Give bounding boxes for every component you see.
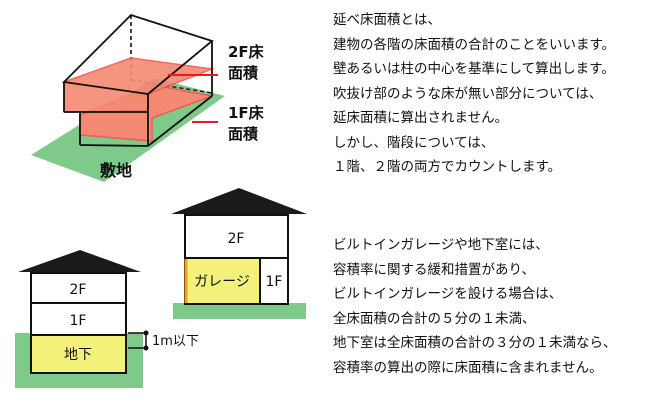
dimension-label: 1m以下 (152, 334, 199, 349)
building-edge-bottom-right (147, 95, 213, 147)
house-right-1f (259, 257, 289, 305)
roof-left (18, 250, 141, 272)
para1-line: しかし、階段については、 (333, 134, 495, 151)
para2-line: ビルトインガレージを設ける場合は、 (333, 286, 563, 302)
house-built-in-garage: 2F ガレージ 1F (171, 188, 307, 319)
ground-right (173, 303, 306, 319)
right-2f-label: 2F (228, 231, 245, 247)
para1-line: 建物の各階の床面積の合計のことをいいます。 (333, 36, 616, 53)
floor-area-ratio-relief-explanation: ビルトインガレージや地下室には、 容積率に関する緩和措置があり、 ビルトインガレ… (333, 233, 658, 380)
para1-line: 壁あるいは柱の中心を基準にして算出します。 (333, 61, 615, 77)
right-1f-label: 1F (266, 274, 283, 290)
dimension-dot-top (143, 330, 149, 336)
building-edge-bottom-1f (79, 144, 149, 147)
left-1f-label: 1F (70, 313, 87, 329)
para2-line: 全床面積の合計の５分の１未満、 (333, 310, 536, 327)
para1-line: １階、２階の両方でカウントします。 (333, 159, 562, 175)
left-2f-label: 2F (70, 282, 87, 298)
label-1f-area: 1F床 面積 (228, 104, 269, 143)
site-label: 敷地 (100, 161, 132, 180)
para1-line: 延べ床面積とは、 (333, 12, 441, 28)
para1-line: 吹抜け部のような床が無い部分については、 (333, 85, 603, 102)
garage-room (184, 257, 261, 305)
para1-line: 延床面積に算出されません。 (333, 110, 509, 126)
floor-area-explanation: 延べ床面積とは、 建物の各階の床面積の合計のことをいいます。 壁あるいは柱の中心… (333, 8, 658, 180)
roof-right (171, 188, 307, 214)
garage-label: ガレージ (194, 274, 250, 290)
dimension-dot-bottom (143, 345, 149, 351)
basement-room (30, 334, 127, 374)
para2-line: 地下室は全床面積の合計の３分の１未満なら、 (333, 335, 617, 351)
label-2f-area: 2F床 面積 (228, 43, 269, 82)
floor-area-3d-diagram: 敷地 2F床 面積 1F床 面積 (31, 13, 269, 182)
label-1f-line1: 1F床 (228, 104, 265, 122)
basement-label: 地下 (64, 347, 92, 363)
house-with-basement: 2F 1F 地下 1m以下 (15, 250, 199, 388)
house-right-2f (184, 214, 289, 259)
para2-line: 容積率の算出の際に床面積に含まれません。 (333, 359, 603, 376)
label-2f-line2: 面積 (228, 64, 259, 82)
para2-line: ビルトインガレージや地下室には、 (333, 237, 549, 253)
label-2f-line1: 2F床 (228, 43, 265, 61)
para2-line: 容積率に関する緩和措置があり、 (333, 261, 535, 278)
label-1f-line2: 面積 (228, 125, 259, 143)
